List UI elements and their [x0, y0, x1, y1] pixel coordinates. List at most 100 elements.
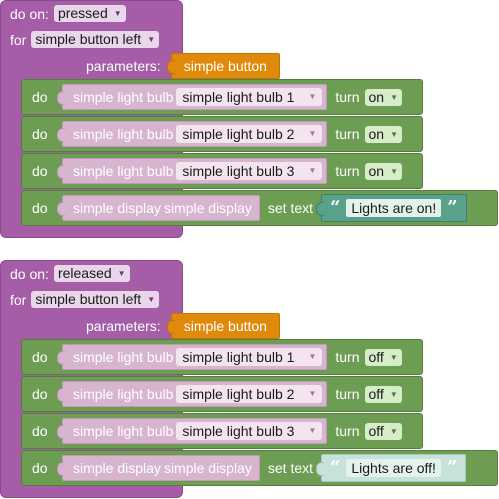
parameters-row: parameters: simple button [86, 313, 280, 339]
action-block-display[interactable]: do simple display simple display set tex… [21, 190, 498, 226]
text-value-input[interactable]: Lights are on! [346, 199, 442, 217]
parameters-label: parameters: [86, 58, 161, 74]
do-label: do [32, 200, 48, 216]
device-dropdown[interactable]: simple light bulb 3 ▼ [176, 422, 323, 440]
device-dropdown[interactable]: simple light bulb 3 ▼ [176, 162, 323, 180]
action-block-bulb-3[interactable]: do simple light bulb simple light bulb 3… [21, 413, 423, 449]
text-value-input[interactable]: Lights are off! [346, 459, 441, 477]
chevron-down-icon: ▼ [308, 92, 317, 101]
device-value: simple display [163, 200, 252, 216]
device-type: simple display [73, 460, 161, 476]
state-value: on [368, 88, 385, 105]
event-dropdown[interactable]: released ▼ [53, 265, 130, 282]
event-value: released [57, 265, 112, 281]
device-type: simple light bulb [73, 126, 174, 142]
parameter-chip[interactable]: simple button [166, 313, 280, 339]
state-value: off [368, 348, 384, 365]
device-dropdown[interactable]: simple light bulb 1 ▼ [176, 88, 323, 106]
action-label: turn [335, 386, 360, 402]
device-type: simple light bulb [73, 423, 174, 439]
state-value: off [368, 385, 384, 402]
chevron-down-icon: ▼ [308, 166, 317, 175]
chevron-down-icon: ▼ [147, 35, 156, 44]
device-type: simple light bulb [73, 386, 174, 402]
device-dropdown[interactable]: simple light bulb 2 ▼ [176, 125, 323, 143]
chevron-down-icon: ▼ [390, 129, 398, 139]
device-type: simple light bulb [73, 89, 174, 105]
action-block-bulb-1[interactable]: do simple light bulb simple light bulb 1… [21, 339, 423, 375]
for-row: for simple button left ▼ [10, 31, 160, 48]
device-value: simple light bulb 3 [182, 423, 295, 439]
action-block-display[interactable]: do simple display simple display set tex… [21, 450, 498, 486]
device-chip[interactable]: simple light bulb simple light bulb 2 ▼ [56, 121, 328, 147]
device-type: simple light bulb [73, 349, 174, 365]
device-chip[interactable]: simple display simple display [57, 455, 260, 481]
device-value: simple light bulb 1 [182, 89, 295, 105]
button-dropdown[interactable]: simple button left ▼ [31, 291, 160, 308]
action-block-bulb-2[interactable]: do simple light bulb simple light bulb 2… [21, 376, 423, 412]
state-value: on [368, 162, 385, 179]
text-chip[interactable]: “ Lights are on! ” [316, 194, 467, 222]
state-value: on [368, 125, 385, 142]
state-dropdown[interactable]: on ▼ [364, 162, 402, 180]
state-dropdown[interactable]: off ▼ [364, 385, 402, 403]
action-label: turn [335, 349, 360, 365]
parameter-chip[interactable]: simple button [166, 53, 280, 79]
do-label: do [32, 163, 48, 179]
quote-open-icon: “ [330, 197, 341, 218]
chevron-down-icon: ▼ [390, 92, 398, 102]
device-dropdown[interactable]: simple light bulb 2 ▼ [176, 385, 323, 403]
for-label: for [10, 291, 27, 308]
device-chip[interactable]: simple light bulb simple light bulb 3 ▼ [56, 418, 328, 444]
device-dropdown[interactable]: simple light bulb 1 ▼ [176, 348, 323, 366]
do-on-row: do on: released ▼ [10, 265, 130, 282]
event-dropdown[interactable]: pressed ▼ [53, 5, 126, 22]
chevron-down-icon: ▼ [389, 352, 398, 362]
button-value: simple button left [35, 31, 142, 47]
action-label: set text [267, 200, 314, 216]
state-dropdown[interactable]: off ▼ [364, 348, 402, 366]
chevron-down-icon: ▼ [308, 352, 317, 361]
event-value: pressed [57, 5, 108, 21]
parameters-label: parameters: [86, 318, 161, 334]
action-block-bulb-3[interactable]: do simple light bulb simple light bulb 3… [21, 153, 423, 189]
for-label: for [10, 31, 27, 48]
device-value: simple light bulb 2 [182, 386, 295, 402]
text-chip[interactable]: “ Lights are off! ” [316, 454, 467, 482]
quote-close-icon: ” [447, 197, 458, 218]
device-chip[interactable]: simple display simple display [57, 195, 260, 221]
action-block-bulb-2[interactable]: do simple light bulb simple light bulb 2… [21, 116, 423, 152]
do-label: do [32, 126, 48, 142]
action-block-bulb-1[interactable]: do simple light bulb simple light bulb 1… [21, 79, 423, 115]
do-label: do [32, 460, 48, 476]
action-label: turn [335, 126, 360, 142]
chevron-down-icon: ▼ [389, 389, 398, 399]
device-type: simple display [73, 200, 161, 216]
state-dropdown[interactable]: on ▼ [364, 88, 402, 106]
action-label: turn [335, 89, 360, 105]
do-label: do [32, 89, 48, 105]
device-chip[interactable]: simple light bulb simple light bulb 1 ▼ [56, 84, 328, 110]
for-row: for simple button left ▼ [10, 291, 160, 308]
device-chip[interactable]: simple light bulb simple light bulb 2 ▼ [56, 381, 328, 407]
action-label: turn [335, 423, 360, 439]
do-on-label: do on: [10, 265, 49, 282]
chevron-down-icon: ▼ [308, 426, 317, 435]
action-label: turn [335, 163, 360, 179]
device-value: simple display [163, 460, 252, 476]
device-type: simple light bulb [73, 163, 174, 179]
do-on-row: do on: pressed ▼ [10, 5, 126, 22]
chevron-down-icon: ▼ [390, 166, 398, 176]
do-label: do [32, 349, 48, 365]
chevron-down-icon: ▼ [389, 426, 398, 436]
device-chip[interactable]: simple light bulb simple light bulb 1 ▼ [56, 344, 328, 370]
state-dropdown[interactable]: on ▼ [364, 125, 402, 143]
state-dropdown[interactable]: off ▼ [364, 422, 402, 440]
button-dropdown[interactable]: simple button left ▼ [31, 31, 160, 48]
button-value: simple button left [35, 291, 142, 307]
chevron-down-icon: ▼ [117, 269, 126, 278]
do-label: do [32, 386, 48, 402]
device-chip[interactable]: simple light bulb simple light bulb 3 ▼ [56, 158, 328, 184]
quote-close-icon: ” [446, 457, 458, 478]
do-on-label: do on: [10, 5, 49, 22]
